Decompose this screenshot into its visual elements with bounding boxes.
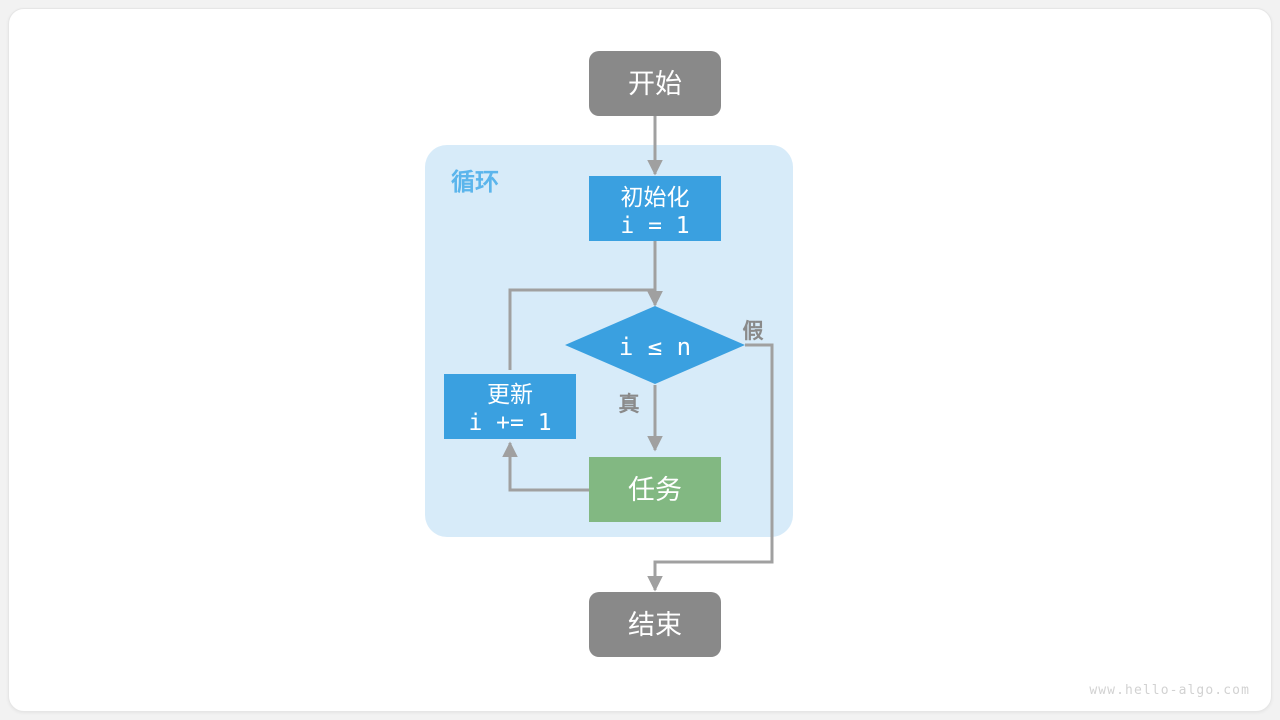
node-end-shape	[589, 592, 721, 657]
node-condition-shape	[565, 306, 745, 384]
edge-label-false: 假	[743, 320, 764, 343]
node-start[interactable]: 开始	[589, 51, 721, 116]
node-update-label-line1: 更新	[487, 381, 533, 407]
node-start-shape	[589, 51, 721, 116]
node-start-label: 开始	[628, 69, 682, 99]
edge-update-to-condition	[508, 288, 663, 370]
node-update-shape	[444, 374, 576, 439]
node-task-label: 任务	[628, 475, 682, 505]
node-init-shape	[589, 176, 721, 241]
node-task-shape	[589, 457, 721, 522]
node-condition[interactable]: i ≤ n	[565, 306, 745, 384]
node-init-label-line2: i = 1	[620, 213, 689, 239]
edge-task-to-update	[502, 441, 589, 492]
node-end[interactable]: 结束	[589, 592, 721, 657]
node-task[interactable]: 任务	[589, 457, 721, 522]
node-init-label-line1: 初始化	[621, 184, 690, 210]
node-update[interactable]: 更新 i += 1	[444, 374, 576, 439]
node-end-label: 结束	[628, 610, 682, 640]
loop-group-label: 循环	[451, 168, 499, 196]
node-init[interactable]: 初始化 i = 1	[589, 176, 721, 241]
node-update-label-line2: i += 1	[468, 410, 551, 436]
node-condition-label: i ≤ n	[619, 333, 691, 361]
watermark-text: www.hello-algo.com	[1089, 683, 1250, 698]
edge-condition-to-end	[647, 343, 774, 592]
edge-label-true: 真	[619, 392, 640, 416]
